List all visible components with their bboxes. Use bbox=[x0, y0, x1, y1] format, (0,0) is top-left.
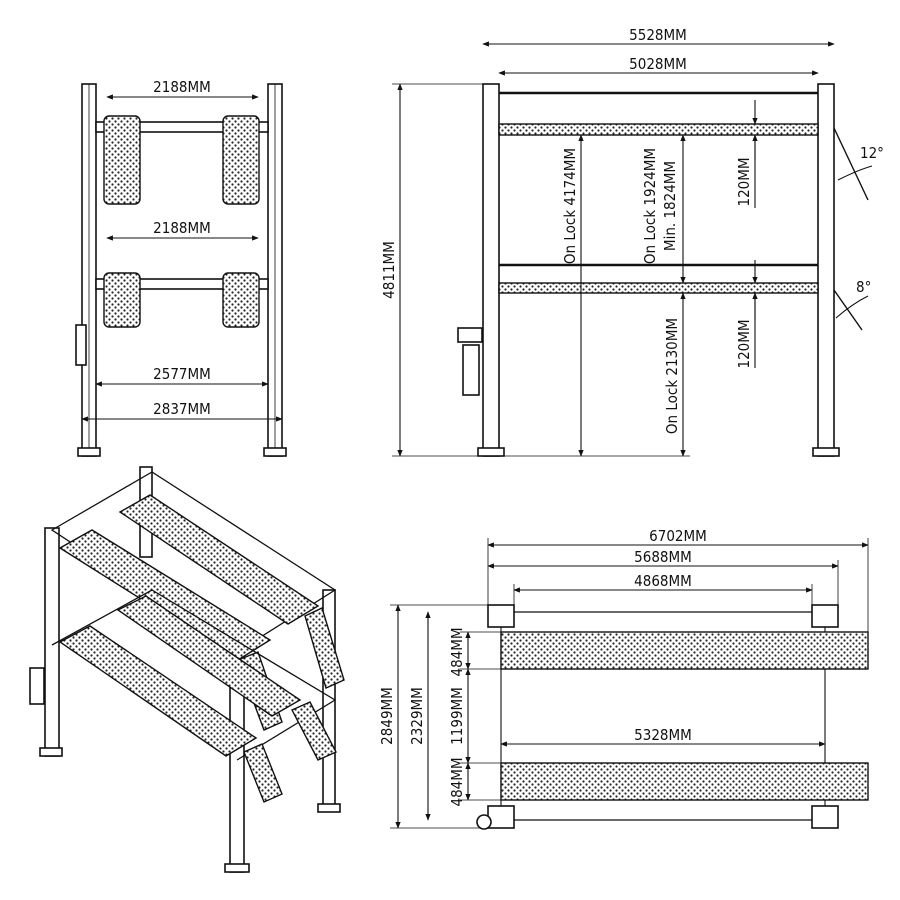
side-lower-deck bbox=[498, 282, 819, 294]
side-left-post bbox=[482, 83, 500, 457]
front-view: 2188MM 2188MM 2577MM 2837MM bbox=[75, 78, 287, 457]
front-upper-left-runway bbox=[103, 115, 141, 205]
top-runway-upper bbox=[500, 631, 869, 670]
top-dim-inner-width: 2329MM bbox=[408, 687, 426, 745]
iso-lower-runway-left bbox=[58, 625, 258, 757]
front-upper-right-runway bbox=[222, 115, 260, 205]
top-dim-runway-length: 5328MM bbox=[634, 726, 692, 744]
top-dim-runway-width-lower: 484MM bbox=[448, 757, 466, 806]
side-dim-on-lock-lower: On Lock 2130MM bbox=[663, 318, 681, 434]
side-dim-min-middle: Min. 1824MM bbox=[661, 161, 679, 251]
iso-lower-runway-right bbox=[116, 595, 302, 717]
side-ramp-angle-lower: 8° bbox=[856, 278, 871, 296]
front-dim-upper-width: 2188MM bbox=[153, 78, 211, 96]
top-dim-overall-width: 2849MM bbox=[378, 687, 396, 745]
side-dim-deck-lower: 120MM bbox=[735, 319, 753, 368]
top-dim-runway-width-upper: 484MM bbox=[448, 627, 466, 676]
side-upper-deck bbox=[498, 123, 819, 136]
side-right-post bbox=[817, 83, 835, 457]
front-lower-right-runway bbox=[222, 272, 260, 328]
top-dim-overall-length: 6702MM bbox=[649, 527, 707, 545]
side-dim-on-lock-upper: On Lock 4174MM bbox=[561, 148, 579, 264]
front-dim-outer-post: 2837MM bbox=[153, 400, 211, 418]
top-dim-post-span: 5688MM bbox=[634, 548, 692, 566]
iso-upper-runway-right bbox=[118, 494, 320, 625]
lift-isometric-icon bbox=[29, 466, 345, 873]
side-dim-deck-upper: 120MM bbox=[735, 157, 753, 206]
side-dim-on-lock-middle: On Lock 1924MM bbox=[641, 148, 659, 264]
top-dim-inner-span: 4868MM bbox=[634, 572, 692, 590]
side-ramp-angle-upper: 12° bbox=[860, 144, 884, 162]
front-lower-left-runway bbox=[103, 272, 141, 328]
front-dim-inner-post: 2577MM bbox=[153, 365, 211, 383]
side-view: 12° 8° 5528MM 5028MM 4811MM On Lock 4174… bbox=[380, 26, 884, 457]
side-dim-overall-width: 5528MM bbox=[629, 26, 687, 44]
side-dim-overall-height: 4811MM bbox=[380, 241, 398, 299]
top-dim-runway-gap: 1199MM bbox=[448, 687, 466, 745]
top-view: 6702MM 5688MM 4868MM 5328MM 2849MM 2329M… bbox=[378, 527, 869, 830]
front-dim-lower-width: 2188MM bbox=[153, 219, 211, 237]
top-runway-lower bbox=[500, 762, 869, 801]
side-dim-inner-width: 5028MM bbox=[629, 55, 687, 73]
